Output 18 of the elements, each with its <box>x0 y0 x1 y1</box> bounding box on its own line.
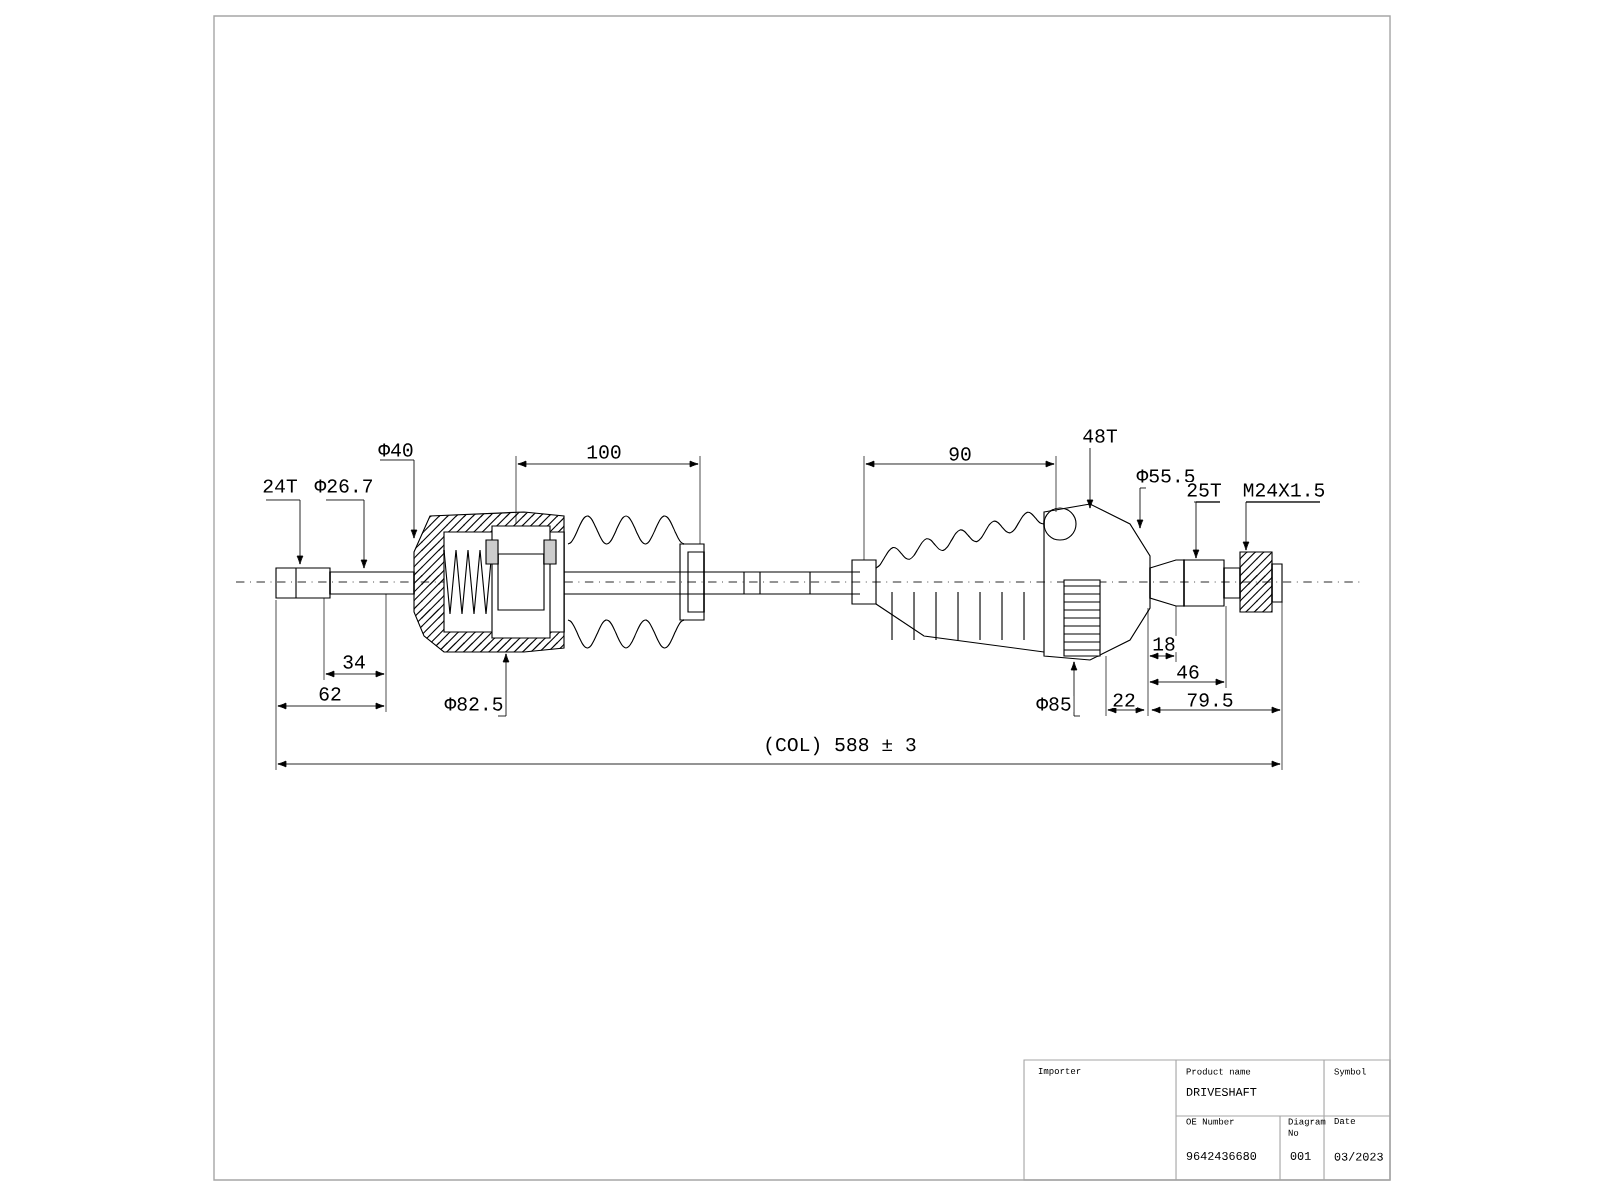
dimension-label: Φ26.7 <box>313 477 375 495</box>
dimension-label: 22 <box>1110 692 1138 708</box>
dimension-label: Φ40 <box>376 441 416 459</box>
dimension-label: Φ85 <box>1034 695 1074 713</box>
dimension-label: 48T <box>1080 427 1120 445</box>
dimension-label: 90 <box>946 445 974 463</box>
dimension-label: 24T <box>260 478 300 494</box>
dimension-label: (COL) 588 ± 3 <box>761 735 919 757</box>
dimension-label: Φ82.5 <box>443 695 505 713</box>
dimension-label: 62 <box>316 685 344 703</box>
dimension-label: Φ55.5 <box>1135 467 1197 485</box>
dimension-label: 46 <box>1174 663 1202 681</box>
dimension-label: 25T <box>1184 481 1224 499</box>
dimension-label: M24X1.5 <box>1241 481 1327 499</box>
dimension-label: 18 <box>1150 635 1178 653</box>
dimension-label: 34 <box>340 653 368 671</box>
dimension-label: 100 <box>584 443 624 461</box>
dimension-label: 79.5 <box>1185 691 1236 709</box>
